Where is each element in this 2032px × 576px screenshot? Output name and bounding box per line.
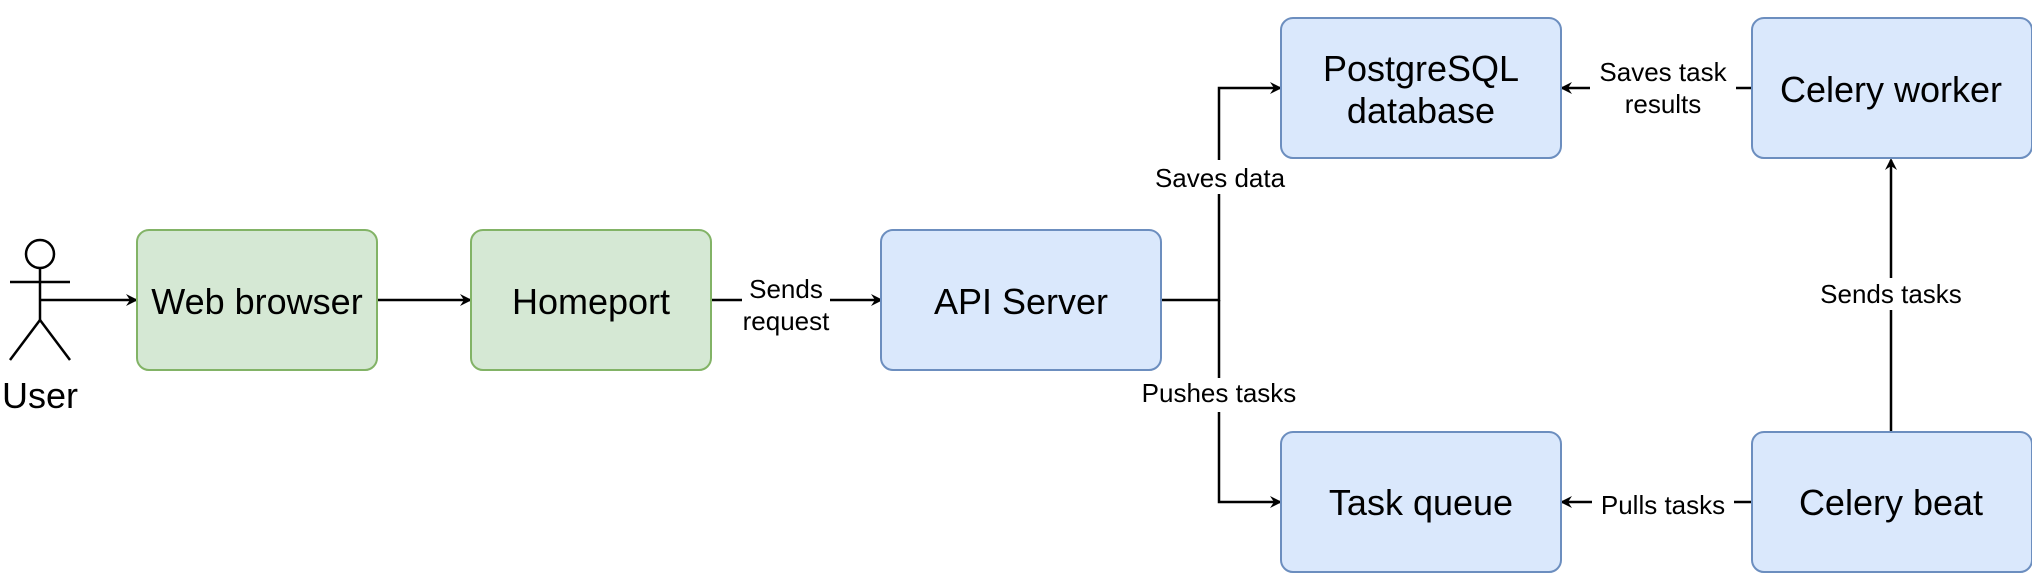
- edge-label-bg: [1590, 54, 1736, 122]
- node-web-browser[interactable]: [136, 229, 378, 371]
- edge-label-sends-request-line2: request: [743, 306, 830, 336]
- stick-figure-icon: [9, 238, 71, 361]
- edge-label-bg: [1132, 378, 1308, 412]
- edge-label-bg: [1592, 488, 1734, 520]
- edge-label-pushes-tasks: Pushes tasks: [1142, 378, 1297, 408]
- actor-label-user: User: [2, 375, 78, 416]
- edge-label-bg: [742, 270, 830, 336]
- edge-label-sends-request-line1: Sends: [749, 274, 823, 304]
- edge-api-server-to-task-queue: [1217, 300, 1282, 508]
- node-label-homeport: Homeport: [512, 281, 670, 322]
- node-task-queue[interactable]: [1280, 431, 1562, 573]
- edge-label-saves-data: Saves data: [1155, 163, 1286, 193]
- node-api-server[interactable]: [880, 229, 1162, 371]
- node-label-postgresql-line2: database: [1347, 90, 1495, 131]
- node-celery-beat[interactable]: [1751, 431, 2032, 573]
- node-label-postgresql-line1: PostgreSQL: [1323, 48, 1519, 89]
- edge-label-sends-tasks: Sends tasks: [1820, 279, 1962, 309]
- edge-label-bg: [1808, 278, 1974, 310]
- edge-label-saves-task-results-line1: Saves task: [1599, 57, 1727, 87]
- node-label-web-browser: Web browser: [151, 281, 362, 322]
- node-label-celery-beat: Celery beat: [1799, 482, 1983, 523]
- edge-label-bg: [1146, 160, 1294, 194]
- node-label-task-queue: Task queue: [1329, 482, 1513, 523]
- node-postgresql-database[interactable]: [1280, 17, 1562, 159]
- node-label-celery-worker: Celery worker: [1780, 69, 2002, 110]
- edge-label-pulls-tasks: Pulls tasks: [1601, 490, 1725, 520]
- node-label-api-server: API Server: [934, 281, 1108, 322]
- edge-label-saves-task-results-line2: results: [1625, 89, 1702, 119]
- node-homeport[interactable]: [470, 229, 712, 371]
- node-celery-worker[interactable]: [1751, 17, 2032, 159]
